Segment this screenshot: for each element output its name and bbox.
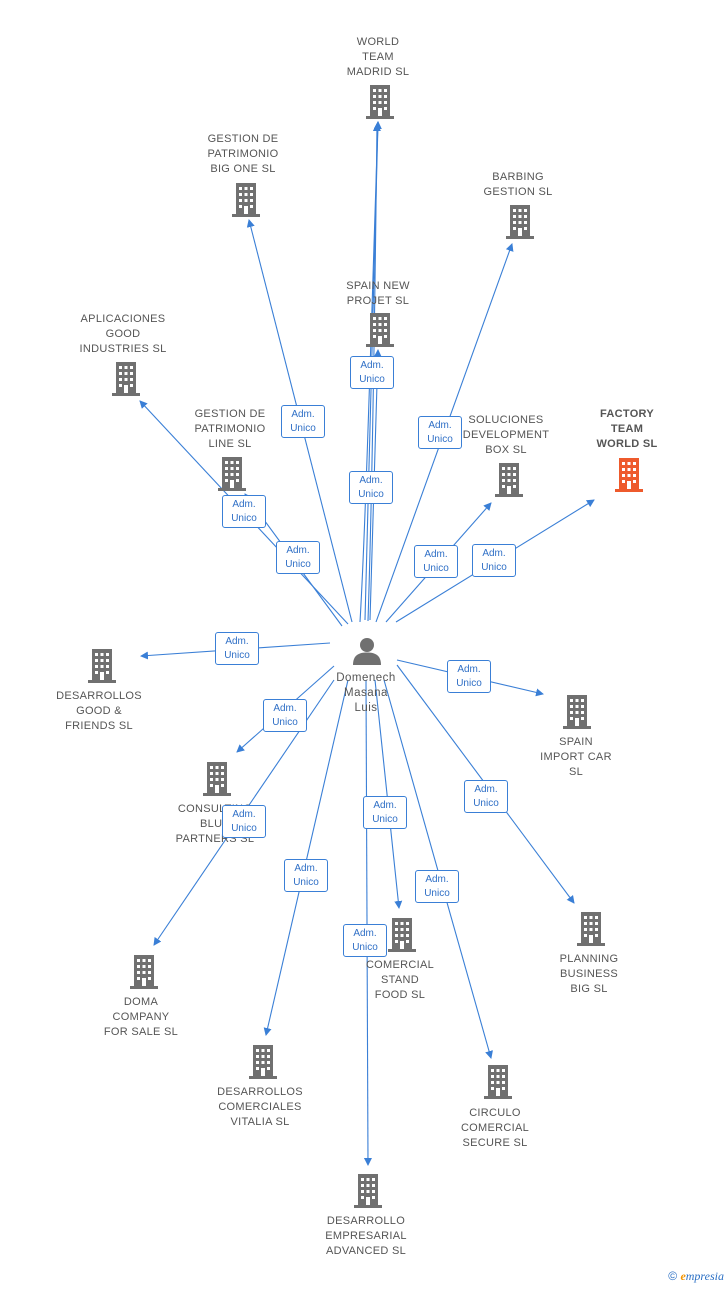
person-name[interactable]: Domenech Masana Luis — [336, 672, 396, 714]
company-name-spain-import-car[interactable]: SPAIN IMPORT CAR SL — [540, 736, 612, 778]
company-name-doma-company-for-sale[interactable]: DOMA COMPANY FOR SALE SL — [103, 996, 179, 1038]
building-icon[interactable] — [562, 695, 592, 734]
role-badge-desarrollos-good-friends[interactable]: Adm. Unico — [215, 632, 259, 665]
company-name-world-team-madrid[interactable]: WORLD TEAM MADRID SL — [346, 36, 410, 78]
company-name-factory-team-world[interactable]: FACTORY TEAM WORLD SL — [596, 408, 658, 450]
role-badge-circulo-comercial-secure[interactable]: Adm. Unico — [415, 870, 459, 903]
role-badge-consulting-blue-partners[interactable]: Adm. Unico — [263, 699, 307, 732]
edge-desarrollos-comerciales-vitalia — [263, 679, 349, 1036]
edge-world-team-madrid-2 — [359, 121, 382, 623]
edge-circulo-comercial-secure — [383, 679, 493, 1059]
role-badge-comercial-stand-food[interactable]: Adm. Unico — [363, 796, 407, 829]
role-badge-world-team-madrid-2[interactable]: Adm. Unico — [349, 471, 393, 504]
building-icon[interactable] — [576, 912, 606, 951]
empresia-logo: empresia — [680, 1269, 724, 1283]
building-icon[interactable] — [129, 955, 159, 994]
building-icon[interactable] — [202, 762, 232, 801]
role-badge-barbing-gestion[interactable]: Adm. Unico — [418, 416, 462, 449]
building-icon[interactable] — [365, 85, 395, 124]
company-name-gestion-patrimonio-line[interactable]: GESTION DE PATRIMONIO LINE SL — [194, 408, 266, 450]
company-name-planning-business-big[interactable]: PLANNING BUSINESS BIG SL — [559, 953, 619, 995]
building-icon[interactable] — [217, 457, 247, 496]
role-badge-gestion-patrimonio-big-one[interactable]: Adm. Unico — [281, 405, 325, 438]
company-name-desarrollos-comerciales-vitalia[interactable]: DESARROLLOS COMERCIALES VITALIA SL — [217, 1086, 303, 1128]
role-badge-gestion-patrimonio-line[interactable]: Adm. Unico — [222, 495, 266, 528]
role-badge-soluciones-development-box[interactable]: Adm. Unico — [414, 545, 458, 578]
copyright-symbol: © — [668, 1269, 678, 1283]
building-icon[interactable] — [248, 1045, 278, 1084]
building-icon[interactable] — [111, 362, 141, 401]
company-name-aplicaciones-good-industries[interactable]: APLICACIONES GOOD INDUSTRIES SL — [79, 313, 167, 355]
edge-world-team-madrid-3 — [367, 123, 381, 622]
building-icon[interactable] — [505, 205, 535, 244]
company-name-spain-new-projet[interactable]: SPAIN NEW PROJET SL — [346, 280, 410, 307]
role-badge-doma-company-for-sale[interactable]: Adm. Unico — [222, 805, 266, 838]
building-icon[interactable] — [494, 463, 524, 502]
person-icon[interactable] — [352, 636, 382, 671]
building-icon[interactable] — [614, 458, 644, 497]
company-name-circulo-comercial-secure[interactable]: CIRCULO COMERCIAL SECURE SL — [460, 1107, 530, 1149]
role-badge-factory-team-world[interactable]: Adm. Unico — [472, 544, 516, 577]
empresia-watermark: © empresia — [668, 1269, 724, 1284]
company-name-desarrollo-empresarial-advanced[interactable]: DESARROLLO EMPRESARIAL ADVANCED SL — [325, 1215, 407, 1257]
building-icon[interactable] — [231, 183, 261, 222]
company-name-gestion-patrimonio-big-one[interactable]: GESTION DE PATRIMONIO BIG ONE SL — [207, 133, 279, 175]
role-badge-desarrollo-empresarial-advanced[interactable]: Adm. Unico — [343, 924, 387, 957]
role-badge-desarrollos-comerciales-vitalia[interactable]: Adm. Unico — [284, 859, 328, 892]
role-badge-planning-business-big[interactable]: Adm. Unico — [464, 780, 508, 813]
building-icon[interactable] — [87, 649, 117, 688]
company-name-barbing-gestion[interactable]: BARBING GESTION SL — [483, 171, 553, 198]
company-name-soluciones-development-box[interactable]: SOLUCIONES DEVELOPMENT BOX SL — [462, 414, 550, 456]
company-name-comercial-stand-food[interactable]: COMERCIAL STAND FOOD SL — [365, 959, 435, 1001]
building-icon[interactable] — [483, 1065, 513, 1104]
building-icon[interactable] — [353, 1174, 383, 1213]
role-badge-aplicaciones-good-industries[interactable]: Adm. Unico — [276, 541, 320, 574]
role-badge-spain-import-car[interactable]: Adm. Unico — [447, 660, 491, 693]
edge-comercial-stand-food — [374, 679, 403, 909]
edge-desarrollo-empresarial-advanced — [363, 679, 372, 1166]
building-icon[interactable] — [387, 918, 417, 957]
company-name-desarrollos-good-friends[interactable]: DESARROLLOS GOOD & FRIENDS SL — [56, 690, 142, 732]
building-icon[interactable] — [365, 313, 395, 352]
role-badge-spain-new-projet[interactable]: Adm. Unico — [350, 356, 394, 389]
